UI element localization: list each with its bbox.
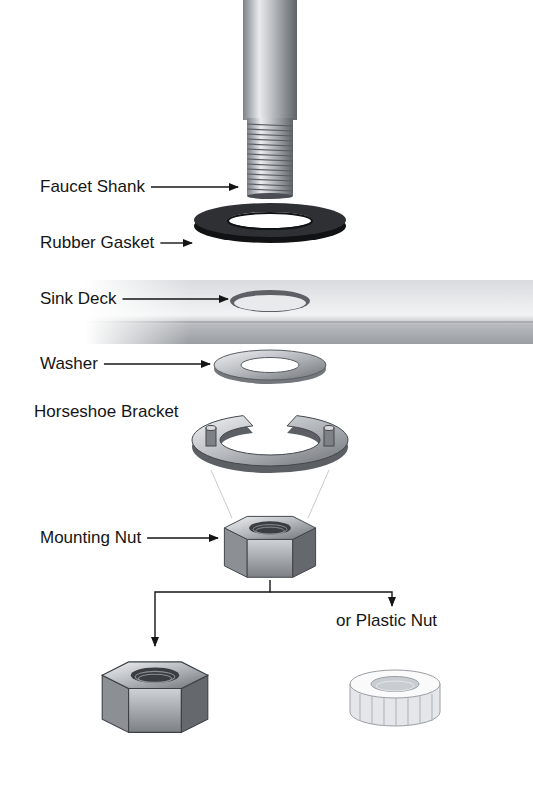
rubber-gasket — [194, 203, 346, 243]
washer — [214, 350, 326, 384]
horseshoe-bracket — [192, 416, 348, 518]
sink-deck — [0, 278, 533, 346]
branch-arrow — [270, 592, 392, 606]
faucet-shank — [243, 0, 297, 199]
part-label: Washer — [40, 354, 98, 374]
part-label: or Plastic Nut — [336, 611, 437, 631]
part-label: Rubber Gasket — [40, 233, 154, 253]
mounting-nut — [224, 516, 315, 577]
part-label: Horseshoe Bracket — [34, 402, 179, 422]
leader-line — [104, 363, 210, 364]
part-label: Faucet Shank — [40, 177, 145, 197]
part-label: Sink Deck — [40, 289, 117, 309]
leader-line — [147, 537, 218, 538]
branch-arrow — [155, 580, 270, 646]
leader-line — [151, 186, 238, 187]
leader-line — [123, 298, 228, 299]
plastic-nut — [350, 670, 440, 726]
steel-nut — [102, 662, 208, 733]
part-label: Mounting Nut — [40, 528, 141, 548]
leader-line — [160, 242, 192, 243]
